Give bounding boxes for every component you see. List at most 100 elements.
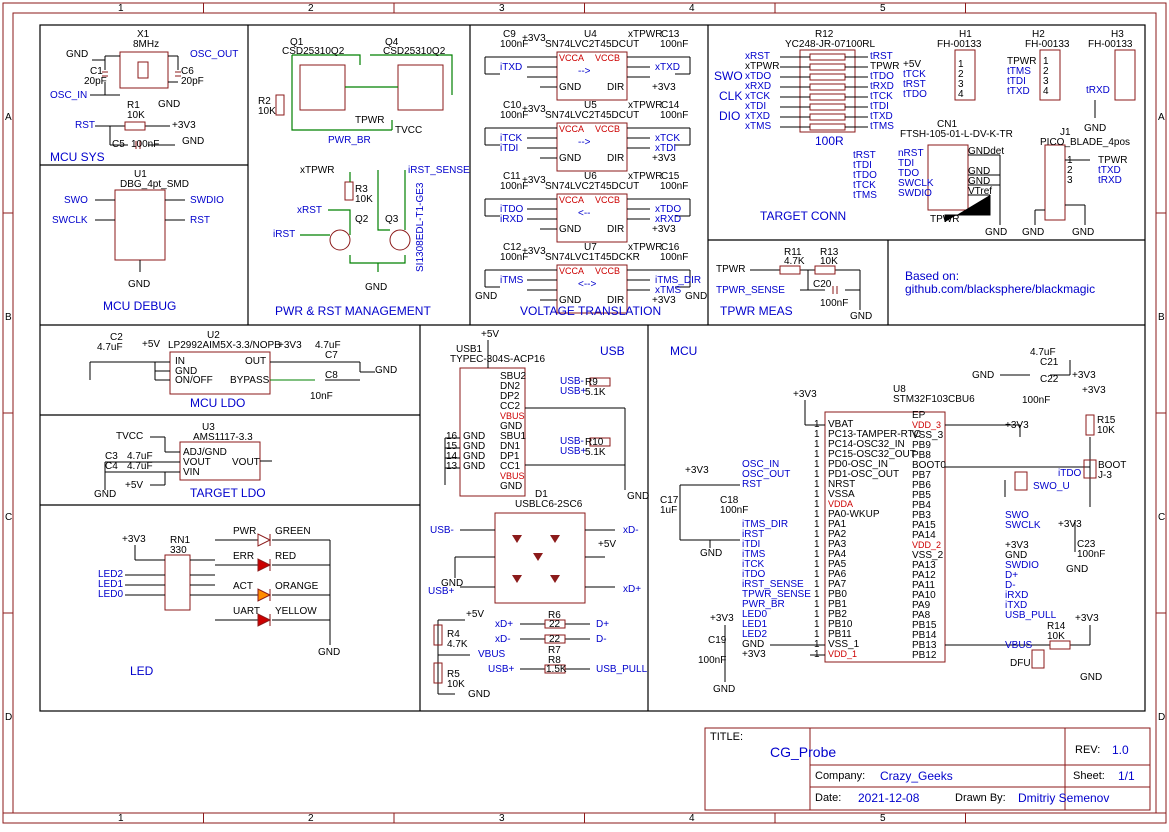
vt-cap-value: 100nF: [660, 252, 689, 263]
mcu-right-pin: PA14: [912, 530, 936, 541]
title-value: CG_Probe: [770, 744, 837, 760]
r10-ref: R10: [585, 437, 604, 448]
cn1-ref: CN1: [937, 119, 958, 130]
r12-left-net: xTXD: [745, 111, 770, 122]
mcu-left-pin-stub: 1: [814, 639, 820, 650]
gnd-label: GND: [850, 311, 873, 322]
mcu-left-net: iTDO: [742, 569, 766, 580]
vt-cap-value: 100nF: [500, 110, 529, 121]
vt-b1-net: xTDO: [655, 204, 682, 215]
c8-ref: C8: [325, 370, 338, 381]
frame-row-label: A: [5, 112, 12, 123]
vt-dir-pin: DIR: [607, 82, 625, 93]
c6-value: 20pF: [181, 76, 204, 87]
frame-col-label: 2: [308, 813, 314, 824]
vt-b1-net: xTCK: [655, 133, 680, 144]
r2-value: 10K: [258, 106, 276, 117]
mcu-ldo-circuit: [89, 351, 375, 395]
u2-ref: U2: [207, 330, 220, 341]
mcu-right-pin: VSS_2: [912, 550, 944, 561]
mcu-left-pin: NRST: [828, 479, 856, 490]
mcu-left-pin-stub: 1: [814, 419, 820, 430]
vt-vcca-pin: VCCA: [559, 124, 585, 134]
r15-ref: R15: [1097, 415, 1116, 426]
led-net: LED0: [98, 589, 124, 600]
frame-row-label: D: [5, 712, 13, 723]
u2-in-pin: IN: [175, 356, 185, 367]
rev-value: 1.0: [1112, 743, 1129, 757]
swo-u-label: SWO_U: [1033, 481, 1070, 492]
r12-left-net: xTMS: [745, 121, 772, 132]
mcu-left-net: OSC_OUT: [742, 469, 791, 480]
mcu-left-pin: PA5: [828, 559, 847, 570]
v5-label: +5V: [481, 329, 500, 340]
mcu-right-pin: PB6: [912, 480, 931, 491]
v33-label: +3V3: [172, 120, 196, 131]
gnd-label: GND: [375, 365, 398, 376]
c1-value: 20pF: [84, 76, 107, 87]
v5-label: +5V: [598, 539, 617, 550]
mcu-left-pin-stub: 1: [814, 549, 820, 560]
cn1-left-net: tTMS: [853, 190, 877, 201]
voltage-translation-circuit: [484, 51, 691, 314]
frame-col-label: 1: [118, 3, 124, 14]
c1-ref: C1: [90, 66, 103, 77]
cn1-left-net: tTDI: [853, 160, 872, 171]
usb-pin-name: GND: [500, 481, 523, 492]
mcu-left-pin: PB0: [828, 589, 847, 600]
gnd-label: GND: [468, 689, 491, 700]
mcu-right-net: iRXD: [1005, 590, 1029, 601]
usb-pin-name: SBU2: [500, 371, 527, 382]
v33-label: +3V3: [710, 613, 734, 624]
mcu-left-pin: PB1: [828, 599, 847, 610]
sheet-label: Sheet:: [1073, 770, 1105, 782]
gnd-label: GND: [1066, 564, 1089, 575]
cn1-left-net: tTCK: [853, 180, 876, 191]
mcu-left-net: iRST_SENSE: [742, 579, 804, 590]
gnd-label: GND: [685, 291, 708, 302]
j1-pin-number: 3: [1067, 175, 1073, 186]
cn1-pin-name: nRST: [898, 148, 924, 159]
vt-b1-net: iTMS_DIR: [655, 275, 702, 286]
xd-minus-net: xD-: [623, 525, 639, 536]
vt-v33-label: +3V3: [522, 33, 546, 44]
v33-label: +3V3: [1082, 385, 1106, 396]
mcu-left-net: +3V3: [742, 649, 766, 660]
v33-label: +3V3: [1058, 519, 1082, 530]
r10-value: 5.1K: [585, 447, 606, 458]
mcu-right-pin: BOOT0: [912, 460, 946, 471]
j1-pin-number: 1: [1067, 155, 1073, 166]
vt-direction-arrow: -->: [578, 66, 591, 77]
r14-value: 10K: [1047, 631, 1065, 642]
mcu-right-net: SWO: [1005, 510, 1029, 521]
mcu-left-pin-stub: 1: [814, 579, 820, 590]
frame-col-label: 5: [880, 813, 886, 824]
clk-net: CLK: [719, 89, 743, 103]
cn1-pin-name: TDI: [898, 158, 915, 169]
h1-net: +5V: [903, 59, 922, 70]
u3-adj-pin: ADJ/GND: [183, 447, 227, 458]
vt-ic-ref: U6: [584, 171, 597, 182]
section-mcu-debug: MCU DEBUG: [103, 299, 177, 313]
mcu-left-pin-stub: 1: [814, 429, 820, 440]
frame-col-label: 4: [689, 3, 695, 14]
c18-ref: C18: [720, 495, 739, 506]
vt-dir-pin: DIR: [607, 224, 625, 235]
v5-label: +5V: [466, 609, 485, 620]
vt-cap-ref: C10: [503, 100, 522, 111]
usb-circuit: [433, 340, 626, 695]
mcu-right-pin: PB7: [912, 470, 931, 481]
vt-b1-net: xTXD: [655, 62, 680, 73]
usb-minus-net: USB-: [560, 376, 584, 387]
h1-pin-number: 3: [958, 79, 964, 90]
gnd-label: GND: [128, 279, 151, 290]
j1-net: tTXD: [1098, 165, 1121, 176]
r12-left-net: xRST: [745, 51, 770, 62]
x1-ref: X1: [137, 29, 150, 40]
c5-value: 100nF: [131, 139, 160, 150]
gnd-label: GND: [66, 49, 89, 60]
vt-a1-net: iTCK: [500, 133, 523, 144]
r12-right-net: tTCK: [870, 91, 893, 102]
section-tpwr-meas: TPWR MEAS: [720, 304, 793, 318]
mcu-left-pin: PA4: [828, 549, 847, 560]
